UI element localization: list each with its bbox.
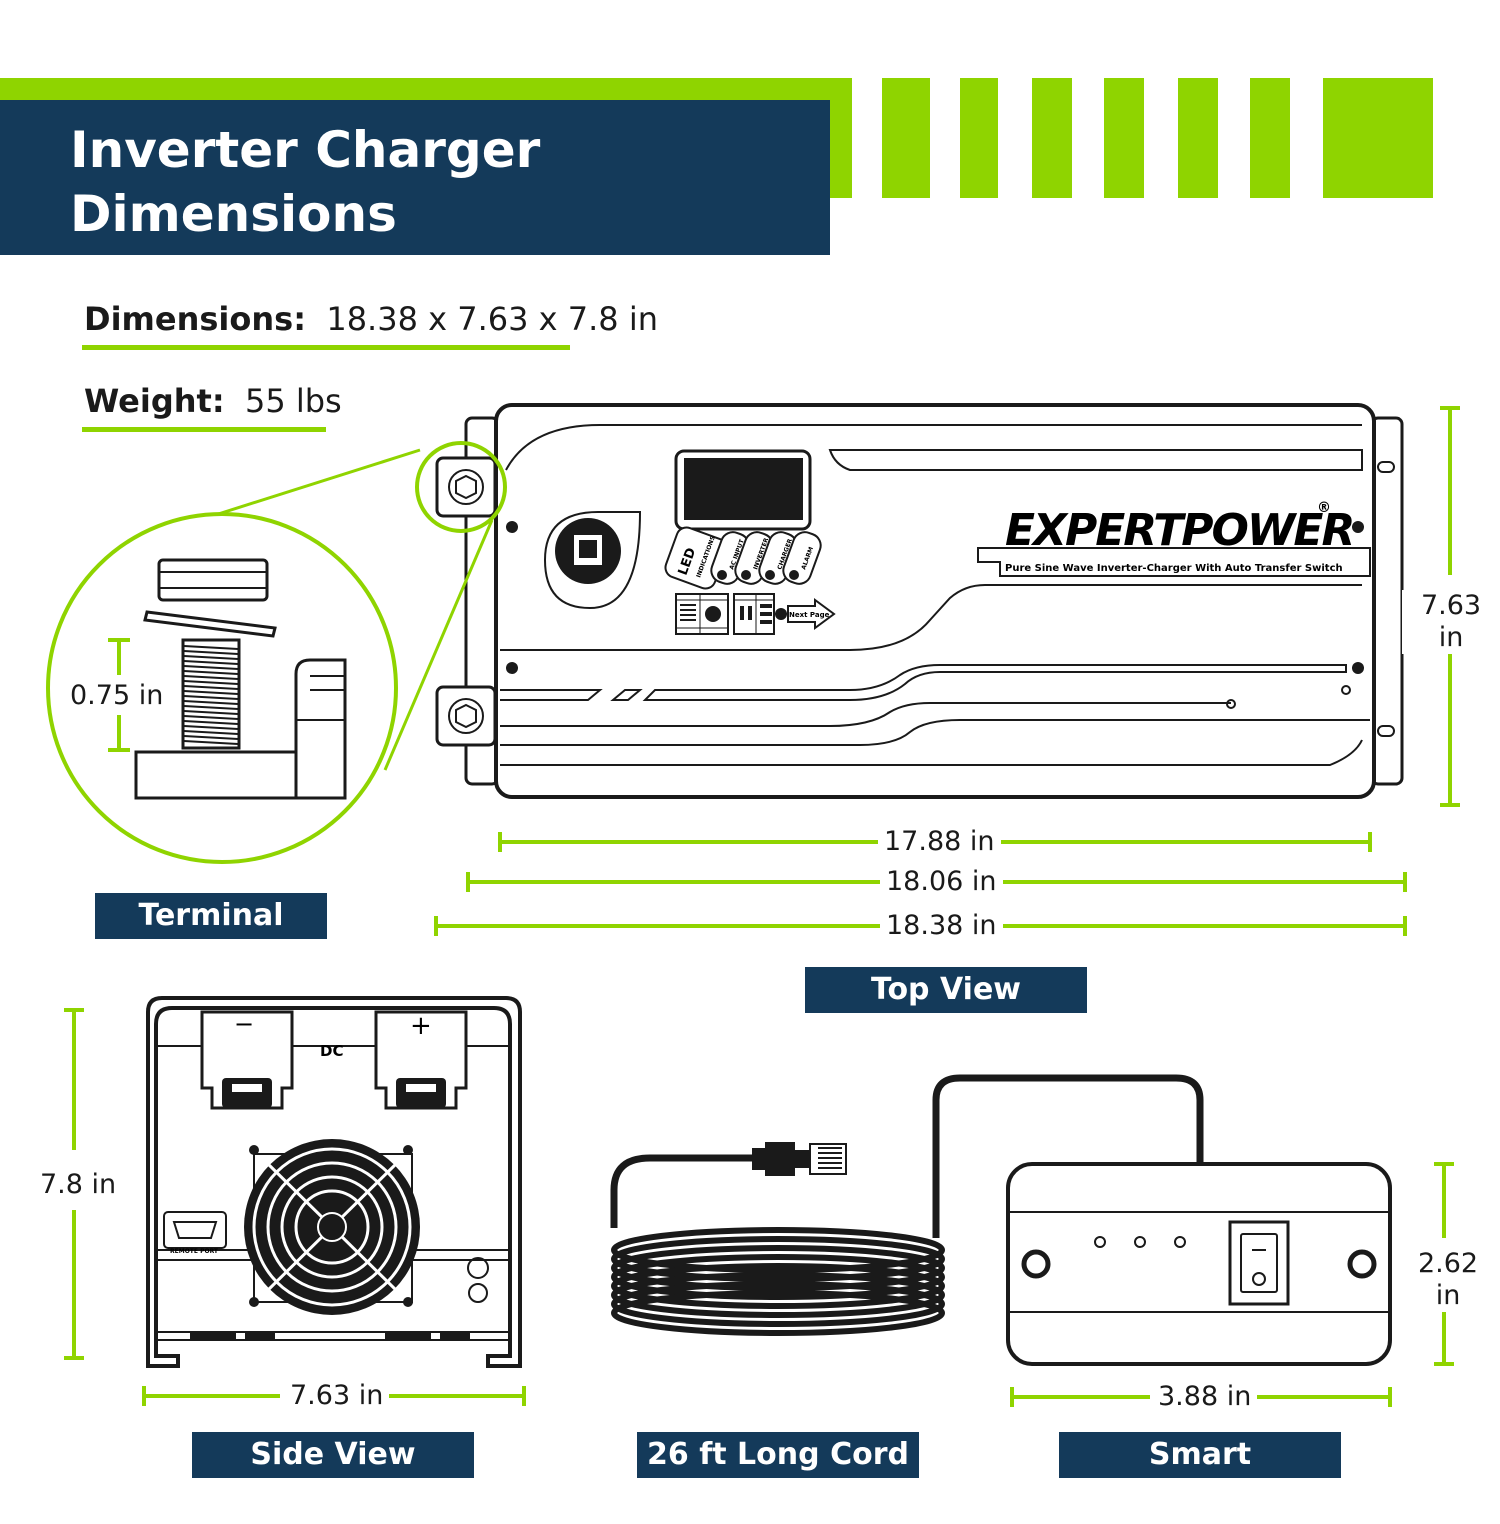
title-banner (0, 100, 830, 255)
next-page-label: Next Page (789, 611, 830, 619)
weight-label: Weight: (84, 382, 225, 420)
dc-plus-symbol: + (410, 1011, 432, 1041)
side-view-caption: Side View (192, 1432, 474, 1478)
top-view-width-3-label: 18.38 in (880, 910, 1003, 942)
side-view-width-label: 7.63 in (284, 1380, 390, 1412)
header-stripes (0, 78, 1433, 198)
dimensions-spec: Dimensions: 18.38 x 7.63 x 7.8 in (84, 300, 658, 338)
remote-port-label: REMOTE PORT (170, 1248, 219, 1255)
bottom-drawings: − + DC REMOTE PORT (64, 996, 1454, 1407)
title-line-2: Dimensions (70, 185, 397, 243)
top-view-drawing: LED INDICATIONS AC INPUT INVERTER CHARGE… (46, 403, 1460, 936)
dimensions-value: 18.38 x 7.63 x 7.8 in (326, 300, 658, 338)
controller-caption: Smart Controller (1059, 1432, 1341, 1518)
terminal-height-label: 0.75 in (64, 680, 170, 712)
weight-spec: Weight: 55 lbs (84, 382, 342, 420)
dimensions-label: Dimensions: (84, 300, 306, 338)
side-view-height-label: 7.8 in (34, 1169, 123, 1201)
controller-height-label: 2.62 in (1396, 1248, 1500, 1312)
top-view-width-1-label: 17.88 in (878, 826, 1001, 858)
top-view-caption: Top View (805, 967, 1087, 1013)
weight-value: 55 lbs (244, 382, 342, 420)
cord-caption: 26 ft Long Cord (637, 1432, 919, 1478)
weight-underline (82, 427, 326, 432)
registered-mark: ® (1317, 500, 1331, 516)
dc-minus-symbol: − (234, 1010, 254, 1038)
terminal-caption: Terminal (95, 893, 327, 939)
product-subtitle: Pure Sine Wave Inverter-Charger With Aut… (1005, 563, 1343, 574)
top-view-width-2-label: 18.06 in (880, 866, 1003, 898)
title-line-1: Inverter Charger (70, 121, 541, 179)
controller-width-label: 3.88 in (1152, 1381, 1258, 1413)
dc-label: DC (320, 1042, 343, 1060)
page-title: Inverter Charger Dimensions (70, 118, 540, 246)
dimensions-underline (82, 345, 570, 350)
top-view-height-label: 7.63 in (1402, 590, 1500, 654)
